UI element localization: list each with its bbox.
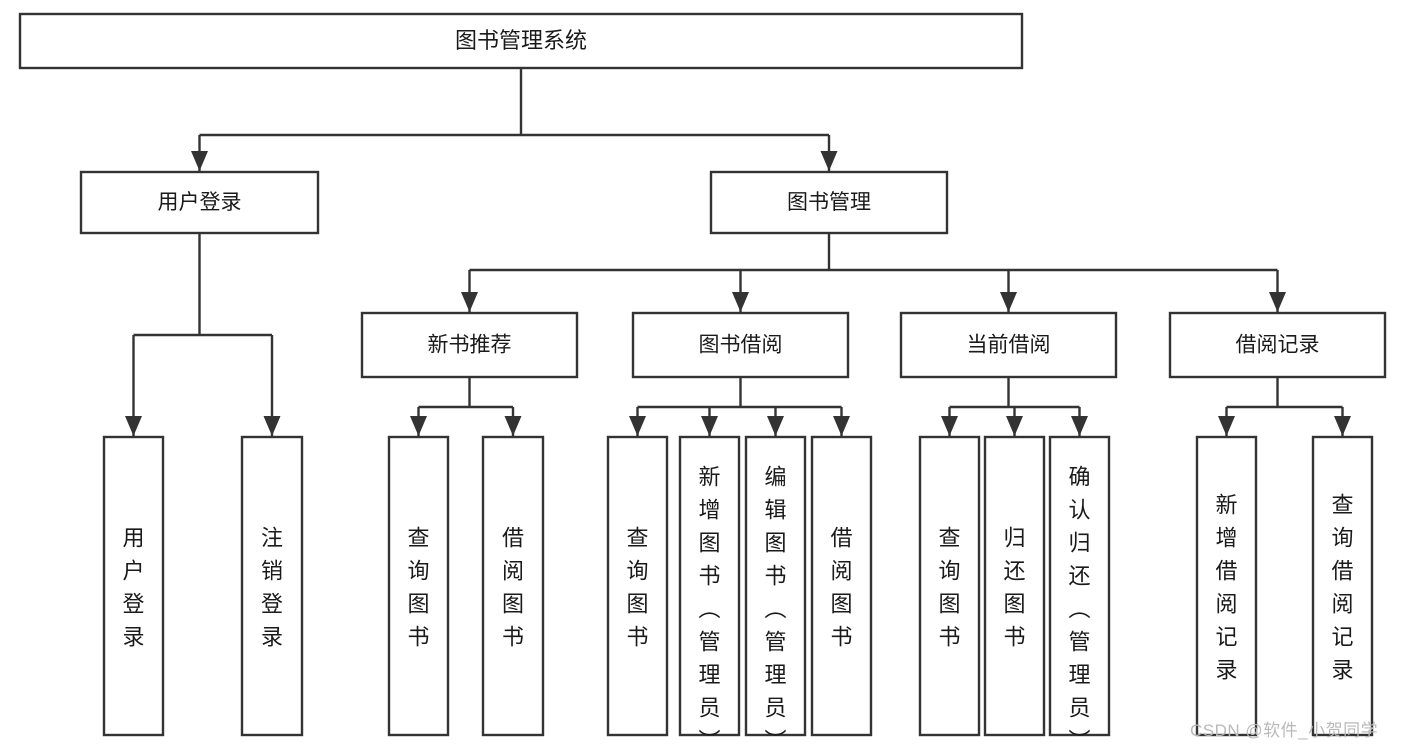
leaf-box-leaf-query-book-1 xyxy=(387,435,450,737)
arrow-head-icon-root-0 xyxy=(191,151,208,171)
node-box-book-borrow xyxy=(631,311,850,379)
leaf-label-leaf-add-borrow-record: 新增借阅记录 xyxy=(1215,493,1237,683)
node-box-book-manage xyxy=(709,170,949,235)
leaf-box-leaf-borrow-book-2 xyxy=(810,435,873,737)
arrow-head-icon-book-borrow-1 xyxy=(701,416,718,436)
arrow-head-icon-new-book-recommend-0 xyxy=(410,416,427,436)
node-label-new-book-recommend: 新书推荐 xyxy=(428,334,512,357)
node-book-manage[interactable]: 图书管理 xyxy=(709,170,949,235)
csdn-watermark: CSDN @软件_小贺同学 xyxy=(1190,721,1379,740)
arrow-head-icon-book-borrow-0 xyxy=(629,416,646,436)
node-label-user-login: 用户登录 xyxy=(158,191,242,214)
leaf-box-leaf-user-login xyxy=(102,435,165,737)
leaf-box-leaf-user-logout xyxy=(240,435,304,737)
arrow-head-icon-user-login-1 xyxy=(263,416,281,436)
leaf-box-leaf-edit-book xyxy=(744,435,807,737)
leaf-label-leaf-add-book: 新增图书︵管理员︶ xyxy=(698,465,720,747)
leaf-leaf-user-logout[interactable]: 注销登录 xyxy=(240,435,304,737)
leaf-label-leaf-confirm-return: 确认归还︵管理员︶ xyxy=(1068,465,1090,747)
node-book-borrow[interactable]: 图书借阅 xyxy=(631,311,850,379)
leaf-box-leaf-add-borrow-record xyxy=(1195,435,1258,737)
node-label-book-borrow: 图书借阅 xyxy=(699,334,783,357)
node-label-borrow-record: 借阅记录 xyxy=(1236,334,1320,357)
leaf-label-leaf-edit-book: 编辑图书︵管理员︶ xyxy=(764,465,786,747)
leaf-box-leaf-add-book xyxy=(678,435,741,737)
connector-lines-group xyxy=(125,68,1351,436)
leaf-leaf-return-book[interactable]: 归还图书 xyxy=(983,435,1046,737)
leaf-box-leaf-confirm-return xyxy=(1048,435,1111,737)
node-label-book-manage: 图书管理 xyxy=(787,191,871,214)
leaf-label-leaf-query-book-2: 查询图书 xyxy=(626,526,648,650)
arrow-head-icon-book-manage-0 xyxy=(461,292,478,312)
arrow-head-icon-current-borrow-0 xyxy=(941,416,958,436)
leaf-leaf-add-book[interactable]: 新增图书︵管理员︶ xyxy=(678,435,741,747)
arrow-head-icon-current-borrow-2 xyxy=(1071,416,1088,436)
leaf-label-leaf-query-book-3: 查询图书 xyxy=(938,526,960,650)
leaf-box-leaf-return-book xyxy=(983,435,1046,737)
leaf-leaf-query-book-2[interactable]: 查询图书 xyxy=(606,435,669,737)
leaf-leaf-borrow-book-1[interactable]: 借阅图书 xyxy=(481,435,545,737)
arrow-head-icon-borrow-record-0 xyxy=(1218,416,1235,436)
arrow-head-icon-current-borrow-1 xyxy=(1006,416,1023,436)
node-new-book-recommend[interactable]: 新书推荐 xyxy=(360,311,579,379)
node-label-root: 图书管理系统 xyxy=(455,28,587,53)
leaf-box-leaf-query-book-3 xyxy=(918,435,981,737)
leaf-label-leaf-return-book: 归还图书 xyxy=(1003,526,1025,650)
arrow-head-icon-book-borrow-2 xyxy=(767,416,784,436)
arrow-head-icon-book-borrow-3 xyxy=(833,416,850,436)
node-root[interactable]: 图书管理系统 xyxy=(18,12,1024,70)
node-boxes-group: 图书管理系统用户登录图书管理新书推荐图书借阅当前借阅借阅记录用户登录注销登录查询… xyxy=(18,12,1387,747)
node-box-current-borrow xyxy=(899,311,1118,379)
arrow-head-icon-new-book-recommend-1 xyxy=(504,416,522,436)
node-user-login[interactable]: 用户登录 xyxy=(79,170,320,235)
leaf-label-leaf-query-borrow-record: 查询借阅记录 xyxy=(1331,493,1353,683)
node-box-new-book-recommend xyxy=(360,311,579,379)
leaf-label-leaf-borrow-book-1: 借阅图书 xyxy=(502,526,524,650)
leaf-leaf-query-borrow-record[interactable]: 查询借阅记录 xyxy=(1311,435,1374,737)
node-box-root xyxy=(18,12,1024,70)
leaf-leaf-add-borrow-record[interactable]: 新增借阅记录 xyxy=(1195,435,1258,737)
arrow-head-icon-book-manage-1 xyxy=(732,292,749,312)
leaf-label-leaf-user-login: 用户登录 xyxy=(122,526,144,650)
leaf-leaf-query-book-1[interactable]: 查询图书 xyxy=(387,435,450,737)
arrow-head-icon-book-manage-2 xyxy=(1000,292,1017,312)
leaf-leaf-edit-book[interactable]: 编辑图书︵管理员︶ xyxy=(744,435,807,747)
leaf-label-leaf-user-logout: 注销登录 xyxy=(261,526,283,650)
arrow-head-icon-borrow-record-1 xyxy=(1334,416,1351,436)
leaf-box-leaf-query-book-2 xyxy=(606,435,669,737)
leaf-label-leaf-query-book-1: 查询图书 xyxy=(407,526,429,650)
node-label-current-borrow: 当前借阅 xyxy=(967,334,1051,357)
leaf-label-leaf-borrow-book-2: 借阅图书 xyxy=(830,526,852,650)
arrow-head-icon-root-1 xyxy=(820,151,838,171)
node-borrow-record[interactable]: 借阅记录 xyxy=(1168,311,1387,379)
node-box-user-login xyxy=(79,170,320,235)
arrow-head-icon-book-manage-3 xyxy=(1269,292,1286,312)
node-box-borrow-record xyxy=(1168,311,1387,379)
leaf-leaf-query-book-3[interactable]: 查询图书 xyxy=(918,435,981,737)
leaf-leaf-borrow-book-2[interactable]: 借阅图书 xyxy=(810,435,873,737)
leaf-leaf-confirm-return[interactable]: 确认归还︵管理员︶ xyxy=(1048,435,1111,747)
node-current-borrow[interactable]: 当前借阅 xyxy=(899,311,1118,379)
leaf-leaf-user-login[interactable]: 用户登录 xyxy=(102,435,165,737)
leaf-box-leaf-query-borrow-record xyxy=(1311,435,1374,737)
arrow-head-icon-user-login-0 xyxy=(125,416,142,436)
leaf-box-leaf-borrow-book-1 xyxy=(481,435,545,737)
